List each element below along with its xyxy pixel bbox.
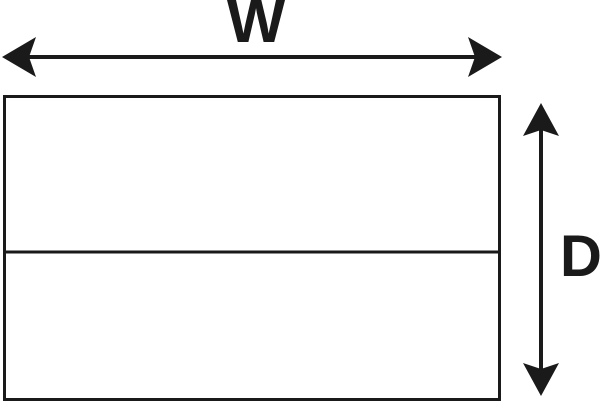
width-arrow-head-left — [2, 37, 36, 77]
main-rectangle — [3, 95, 501, 401]
width-dimension-arrow — [2, 37, 502, 77]
width-arrow-head-right — [468, 37, 502, 77]
depth-arrow-head-top — [523, 103, 559, 136]
depth-dimension-arrow — [523, 103, 559, 396]
depth-dimension-label: D — [560, 224, 600, 289]
depth-arrow-head-bottom — [523, 363, 559, 396]
width-dimension-label: W — [226, 0, 286, 56]
